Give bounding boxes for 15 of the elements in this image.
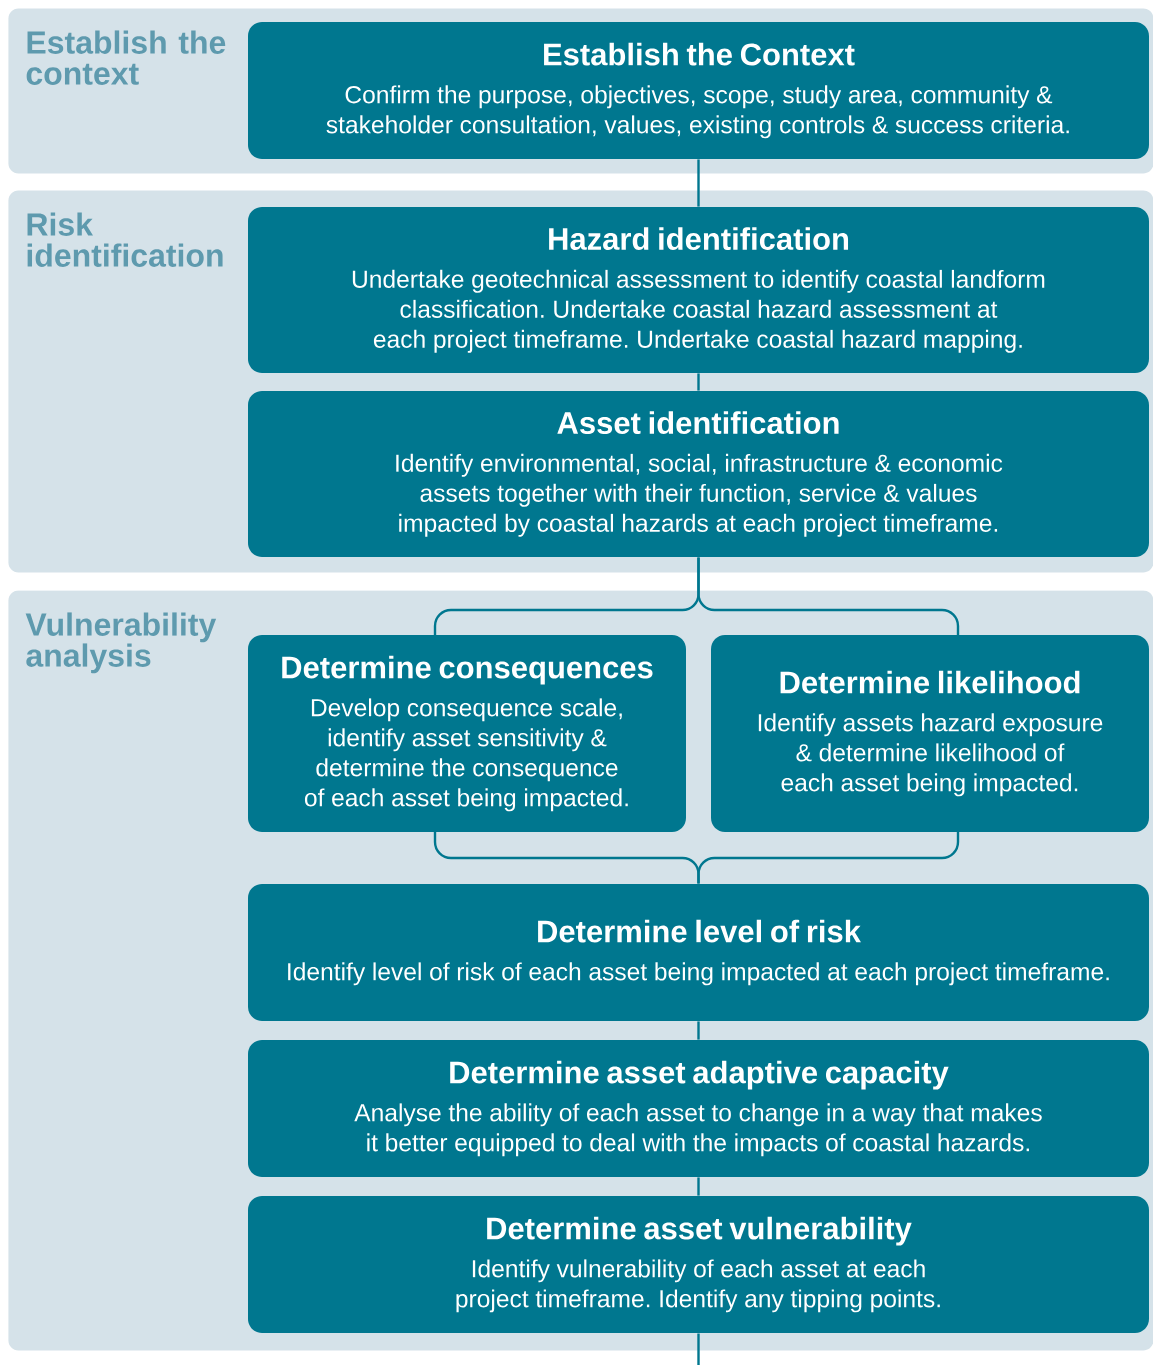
process-box: Determine asset vulnerability Identify vulnerability of each asset at each project timeframe. Identify any tipping points. [248,1196,1149,1333]
process-box: Determine level of risk Identify level of risk of each asset being impacted at each project timeframe. [248,884,1149,1021]
connector-line [697,1177,700,1196]
connector-line [697,159,700,207]
process-box: Establish the Context Confirm the purpose, objectives, scope, study area, community & stakeholder consultation, values, existing controls & success criteria. [248,22,1149,159]
connector-line [697,832,960,884]
process-box: Determine asset adaptive capacity Analyse the ability of each asset to change in a way that makes it better equipped to deal with the impacts of coastal hazards. [248,1040,1149,1177]
process-box: Determine likelihood Identify assets hazard exposure & determine likelihood of each asset being impacted. [711,635,1149,832]
connector-line [697,557,960,635]
connector-line [697,373,700,391]
process-box: Determine consequences Develop consequence scale, identify asset sensitivity & determine the consequence of each asset being impacted. [248,635,686,832]
connector-line [697,1021,700,1040]
process-box: Hazard identification Undertake geotechnical assessment to identify coastal landform classification. Undertake coastal hazard assessment at each project timeframe. Undertake coastal hazard mapping. [248,207,1149,373]
process-box: Asset identification Identify environmental, social, infrastructure & economic assets together with their function, service & values impacted by coastal hazards at each project timeframe. [248,391,1149,557]
connector-line [697,1333,700,1365]
